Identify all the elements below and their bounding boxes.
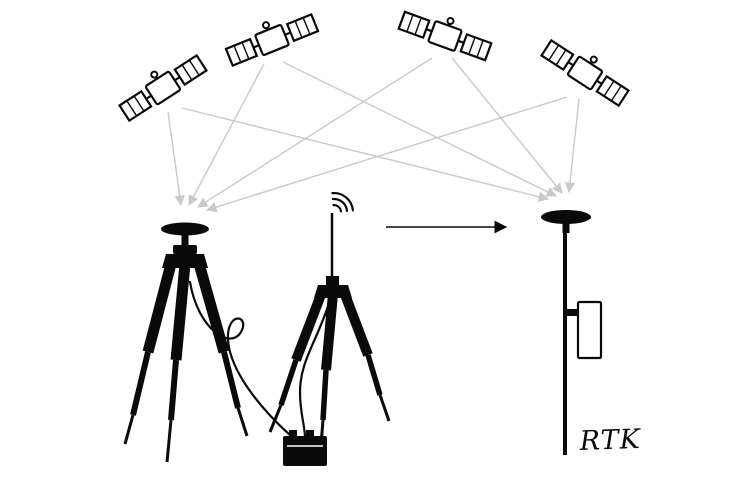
- cable-base-to-battery: [188, 280, 293, 438]
- satellite-signal-lines: [167, 57, 580, 213]
- signal-line: [205, 96, 568, 213]
- battery-terminal: [306, 430, 314, 438]
- signal-line: [282, 61, 557, 197]
- antenna-stem: [181, 233, 189, 246]
- rtk-rover-pole: [541, 210, 603, 455]
- battery: [283, 430, 327, 466]
- satellite-icon: [539, 30, 636, 109]
- antenna-mount: [326, 276, 339, 286]
- battery-terminal: [289, 430, 297, 438]
- cable-radio-to-battery: [298, 298, 332, 438]
- tribrach-mount: [173, 245, 197, 254]
- satellite-icon: [396, 1, 496, 64]
- signal-line: [167, 111, 185, 207]
- signal-line: [451, 57, 563, 194]
- rtk-label: RTK: [578, 424, 642, 457]
- gnss-antenna-disc: [541, 210, 591, 224]
- gnss-antenna-disc: [161, 222, 209, 236]
- tripod-legs: [123, 258, 249, 463]
- radio-waves-icon: [331, 192, 354, 213]
- signal-line: [181, 107, 550, 202]
- signal-line: [564, 98, 580, 194]
- cables: [188, 280, 332, 438]
- controller-bracket: [567, 309, 579, 316]
- satellite-icon: [221, 4, 320, 69]
- radio-transmitter-tripod: [268, 192, 391, 459]
- signal-line: [188, 63, 265, 206]
- battery-body: [283, 436, 327, 466]
- controller-box: [576, 300, 603, 360]
- base-station-tripod: [123, 222, 249, 463]
- gnss-satellites: [112, 1, 636, 124]
- signal-line: [197, 57, 433, 208]
- antenna-stem: [562, 223, 570, 233]
